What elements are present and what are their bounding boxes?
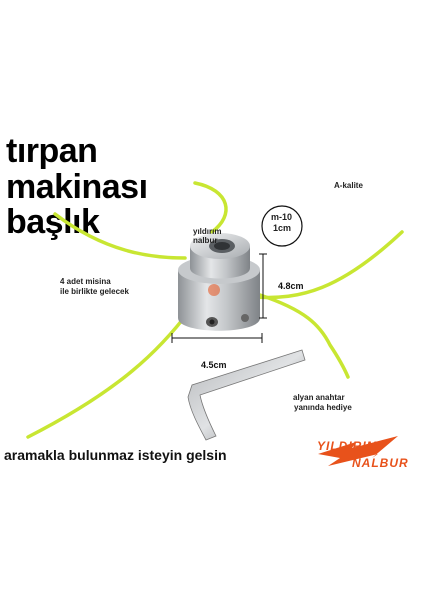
brand-name-2: NALBUR [352, 456, 409, 470]
thread-length-label: 1cm [273, 223, 292, 233]
allen-key-icon [187, 349, 306, 441]
quality-label: A-kalite [334, 181, 363, 190]
trimmer-line-top [193, 181, 228, 234]
trimmer-line-bottom-left [26, 308, 192, 439]
key-note-2: yanında hediye [294, 403, 352, 412]
trimmer-line-left [53, 212, 187, 260]
brand-lightning-icon [318, 436, 398, 466]
brand-name-1: YILDIRIM [317, 439, 378, 453]
metal-head [178, 233, 260, 331]
title-line-1: tırpan [6, 132, 98, 170]
title-line-2: makinası [6, 168, 148, 206]
thread-size-label: m-10 [271, 212, 293, 222]
trimmer-line-bottom-right [258, 293, 350, 379]
lines-note-1: 4 adet misina [60, 277, 111, 286]
key-note-1: alyan anahtar [293, 393, 345, 402]
stamp-text-2: nalbur [193, 236, 218, 245]
width-label: 4.5cm [201, 360, 227, 370]
height-dimension [259, 253, 267, 319]
height-label: 4.8cm [278, 281, 304, 291]
trimmer-lines [26, 181, 404, 439]
width-dimension [171, 333, 263, 343]
thread-size-circle [261, 205, 303, 247]
slogan-text: aramakla bulunmaz isteyin gelsin [4, 447, 227, 463]
lines-note-2: ile birlikte gelecek [60, 287, 129, 296]
stamp-text-1: yıldırım [193, 227, 222, 236]
